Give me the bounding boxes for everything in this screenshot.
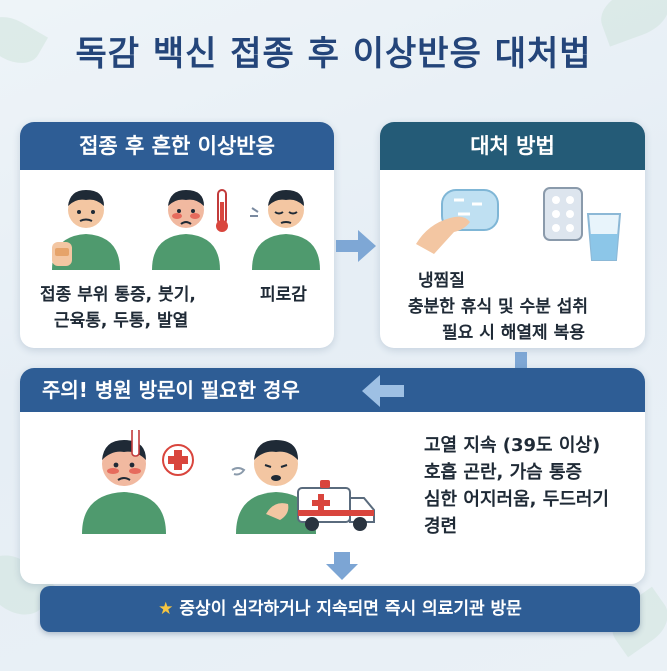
warning-text: 고열 지속 (39도 이상) 호흡 곤란, 가슴 통증 심한 어지러움, 두드러…	[424, 432, 644, 540]
pills-and-water-icon	[543, 187, 622, 261]
chest-pain-person-icon	[231, 440, 316, 534]
warning-header-text: 주의! 병원 방문이 필요한 경우	[42, 378, 300, 402]
care-line: 냉찜질	[418, 271, 465, 291]
fatigue-text: 피로감	[260, 285, 307, 305]
warning-line: 호흡 곤란, 가슴 통증	[424, 462, 583, 483]
care-methods-card: 대처 방법 냉찜질 충분한 휴식 및 수분 섭취 필요 시 해열제 복용	[380, 122, 645, 348]
care-line: 충분한 휴식 및 수분 섭취	[408, 297, 589, 317]
ice-pack-icon	[416, 189, 499, 254]
common-symptom-text: 접종 부위 통증, 붓기, 근육통, 두통, 발열	[40, 282, 260, 334]
warning-line: 경련	[424, 516, 458, 537]
injected-arm-person-icon	[52, 190, 120, 270]
tired-person-icon	[250, 190, 320, 270]
right-arrow-icon	[336, 230, 376, 262]
down-arrow-icon	[326, 552, 358, 580]
fever-person-thermometer-icon	[152, 189, 228, 270]
common-symptom-line: 접종 부위 통증, 붓기,	[40, 285, 196, 305]
care-line: 필요 시 해열제 복용	[442, 323, 585, 343]
page-title: 독감 백신 접종 후 이상반응 대처법	[75, 34, 592, 74]
common-reactions-card: 접종 후 흔한 이상반응 접종 부위 통증, 붓기, 근육통, 두통, 발열	[20, 122, 334, 348]
warning-line: 고열 지속 (39도 이상)	[424, 435, 601, 456]
common-symptom-line: 근육통, 두통, 발열	[54, 311, 189, 331]
ambulance-icon	[297, 480, 375, 531]
warning-card: 주의! 병원 방문이 필요한 경우 고열 지속 (39도 이상) 호흡 곤란, …	[20, 368, 645, 584]
emergency-banner: ★증상이 심각하거나 지속되면 즉시 의료기관 방문	[40, 586, 640, 632]
common-reactions-header: 접종 후 흔한 이상반응	[20, 122, 334, 170]
sick-person-cross-icon	[82, 430, 194, 534]
care-text: 냉찜질 충분한 휴식 및 수분 섭취 필요 시 해열제 복용	[408, 268, 638, 346]
star-icon: ★	[158, 599, 174, 619]
left-arrow-icon	[362, 375, 404, 407]
warning-header: 주의! 병원 방문이 필요한 경우	[20, 368, 645, 412]
banner-text: 증상이 심각하거나 지속되면 즉시 의료기관 방문	[179, 599, 522, 619]
care-methods-header: 대처 방법	[380, 122, 645, 170]
warning-line: 심한 어지러움, 두드러기	[424, 489, 609, 510]
